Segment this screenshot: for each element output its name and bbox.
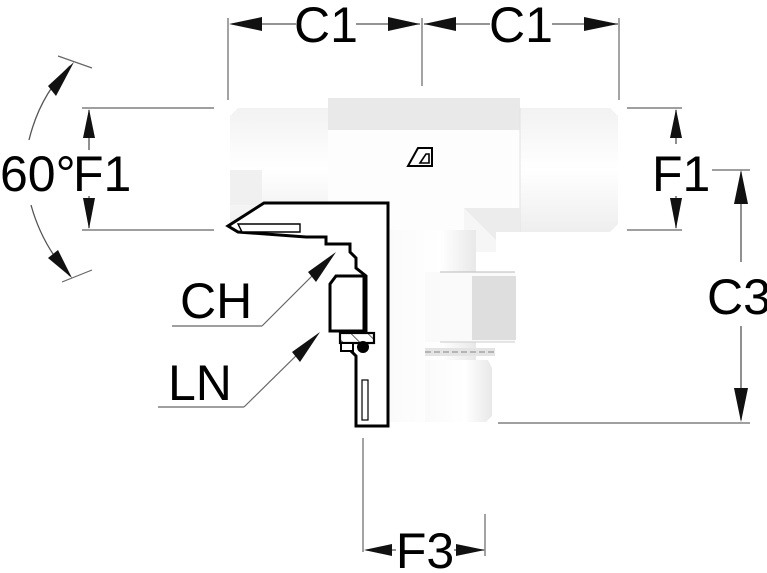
- label-angle: 60°: [0, 146, 76, 202]
- label-ln: LN: [168, 355, 232, 411]
- lower-nipple: [425, 360, 492, 422]
- o-ring: [357, 341, 369, 353]
- label-f3: F3: [396, 523, 454, 573]
- arrow-icon: [292, 332, 320, 362]
- label-c3: C3: [707, 269, 767, 325]
- body-hex-band: [328, 98, 520, 130]
- section-view: [225, 201, 390, 428]
- dimension-f1-right: F1: [627, 107, 710, 231]
- label-c1-left: C1: [294, 0, 358, 53]
- arrow-up-icon: [734, 170, 748, 204]
- label-f1-right: F1: [652, 146, 710, 202]
- dimension-c1-left: C1: [227, 0, 420, 100]
- arrow-right-icon: [584, 17, 618, 31]
- arrow-up-icon: [48, 62, 74, 96]
- arrow-down-icon: [48, 250, 72, 278]
- arrow-down-icon: [670, 198, 682, 229]
- arrow-left-icon: [424, 17, 456, 31]
- leader-ch: CH: [172, 252, 336, 329]
- leader-ln: LN: [158, 332, 320, 411]
- dimension-c1-right: C1: [421, 0, 620, 100]
- nut-hex-face: [472, 276, 516, 340]
- arrow-right-icon: [456, 544, 485, 556]
- fitting-body: [230, 98, 618, 422]
- arrow-up-icon: [670, 109, 682, 138]
- dimension-angle: 60°: [0, 55, 93, 283]
- label-c1-right: C1: [489, 0, 553, 53]
- dimension-f1-left: F1: [73, 107, 214, 231]
- cutting-ring: [328, 274, 366, 333]
- arrow-right-icon: [388, 17, 420, 31]
- arrow-down-icon: [734, 388, 748, 422]
- arrow-up-icon: [83, 109, 95, 138]
- arrow-left-icon: [229, 17, 262, 31]
- dimension-f3: F3: [362, 438, 486, 573]
- brand-logo-icon: [406, 147, 433, 167]
- arrow-icon: [308, 252, 336, 282]
- label-ch: CH: [180, 273, 252, 329]
- right-port: [520, 108, 618, 232]
- arrow-down-icon: [83, 198, 95, 229]
- left-port-step: [230, 170, 262, 205]
- dimension-c3: C3: [498, 169, 767, 424]
- lock-ring: [338, 331, 376, 345]
- arrow-left-icon: [364, 544, 392, 556]
- label-f1-left: F1: [73, 146, 131, 202]
